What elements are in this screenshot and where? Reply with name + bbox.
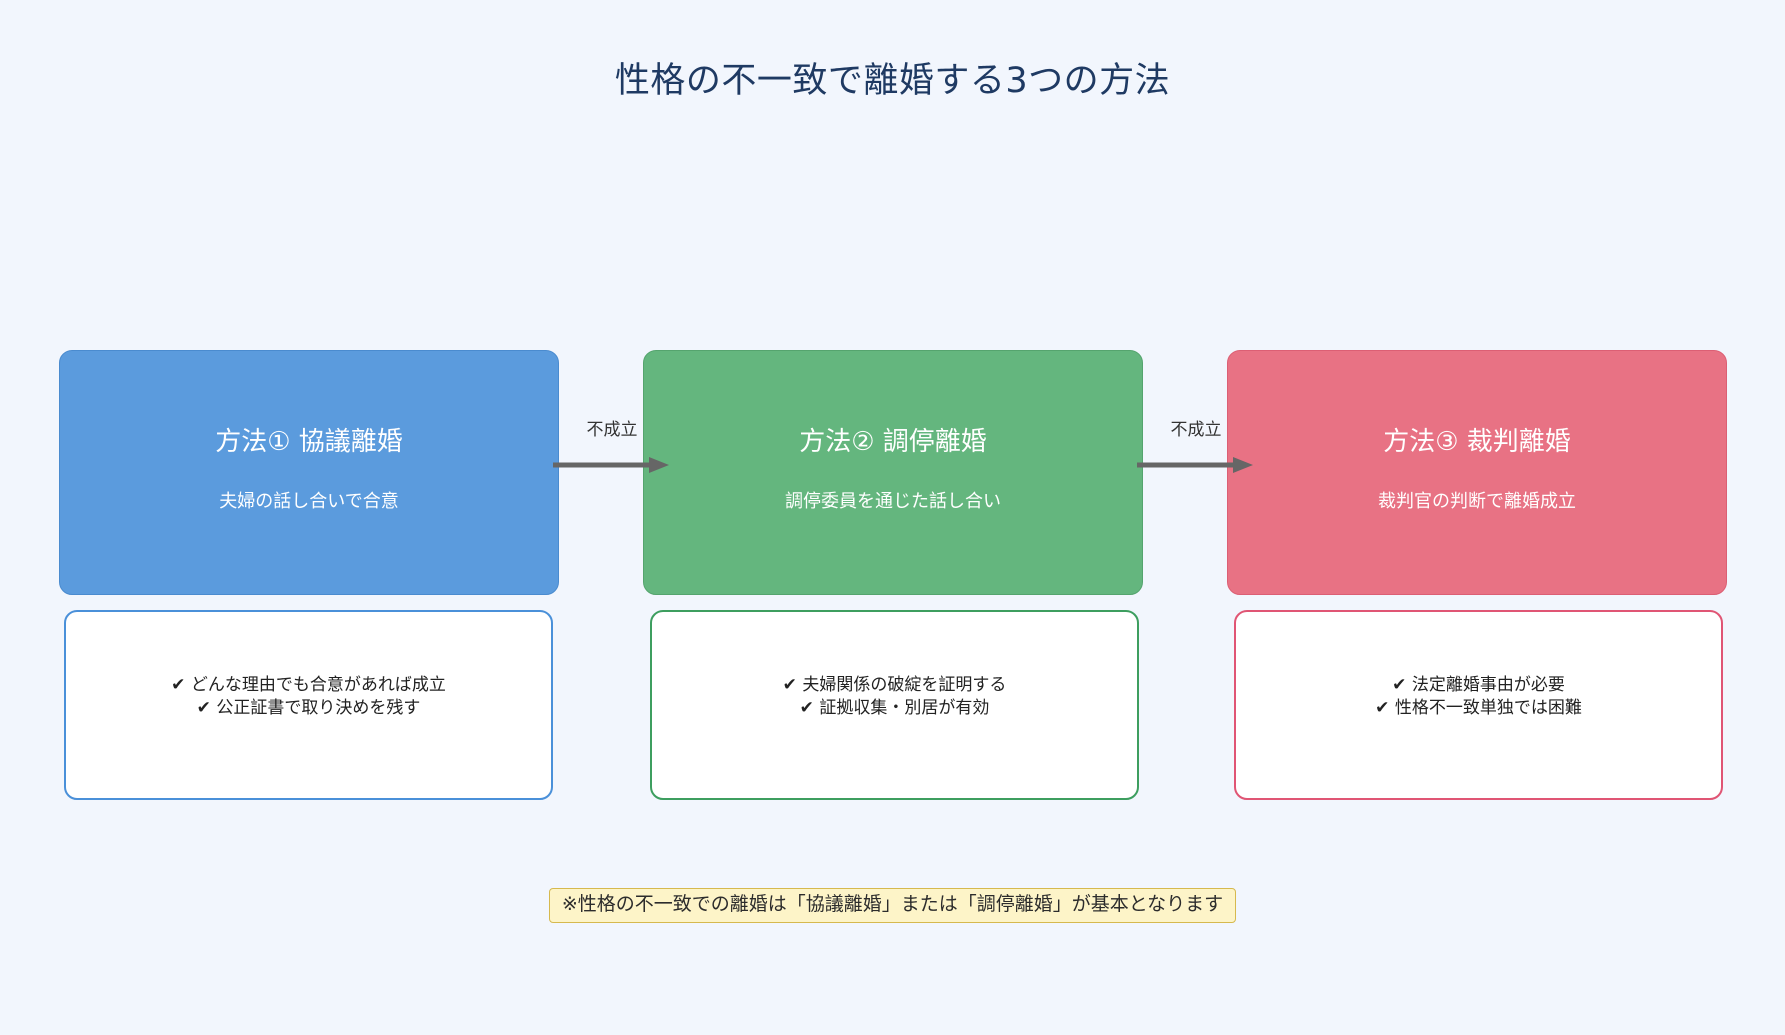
arrow-right-icon <box>553 457 669 473</box>
method-2-title: 方法② 調停離婚 <box>799 427 987 457</box>
connector-1-label: 不成立 <box>586 420 638 440</box>
detail-1-line-1: ✔ どんな理由でも合意があれば成立 <box>171 675 446 695</box>
method-1-title: 方法① 協議離婚 <box>215 427 403 457</box>
detail-2-line-2: ✔ 証拠収集・別居が有効 <box>799 697 990 718</box>
detail-3-line-2: ✔ 性格不一致単独では困難 <box>1375 697 1582 718</box>
method-box-2: 方法② 調停離婚 調停委員を通じた話し合い <box>643 350 1143 595</box>
method-3-title: 方法③ 裁判離婚 <box>1383 427 1571 457</box>
footer-note: ※性格の不一致での離婚は「協議離婚」または「調停離婚」が基本となります <box>0 888 1785 923</box>
connector-1: 不成立 <box>553 420 671 495</box>
detail-box-2: ✔ 夫婦関係の破綻を証明する ✔ 証拠収集・別居が有効 <box>650 610 1139 800</box>
footer-note-text: ※性格の不一致での離婚は「協議離婚」または「調停離婚」が基本となります <box>548 888 1237 923</box>
detail-1-line-2: ✔ 公正証書で取り決めを残す <box>196 697 421 718</box>
method-2-subtitle: 調停委員を通じた話し合い <box>785 491 1001 512</box>
method-1-subtitle: 夫婦の話し合いで合意 <box>219 491 399 512</box>
connector-2-label: 不成立 <box>1170 420 1222 440</box>
page-title: 性格の不一致で離婚する3つの方法 <box>614 61 1171 101</box>
arrow-right-icon <box>1137 457 1253 473</box>
detail-2-line-1: ✔ 夫婦関係の破綻を証明する <box>782 675 1007 695</box>
method-box-1: 方法① 協議離婚 夫婦の話し合いで合意 <box>59 350 559 595</box>
detail-box-3: ✔ 法定離婚事由が必要 ✔ 性格不一致単独では困難 <box>1234 610 1723 800</box>
connector-2: 不成立 <box>1137 420 1255 495</box>
detail-box-1: ✔ どんな理由でも合意があれば成立 ✔ 公正証書で取り決めを残す <box>64 610 553 800</box>
method-3-subtitle: 裁判官の判断で離婚成立 <box>1378 491 1576 512</box>
method-box-3: 方法③ 裁判離婚 裁判官の判断で離婚成立 <box>1227 350 1727 595</box>
detail-3-line-1: ✔ 法定離婚事由が必要 <box>1392 675 1565 695</box>
